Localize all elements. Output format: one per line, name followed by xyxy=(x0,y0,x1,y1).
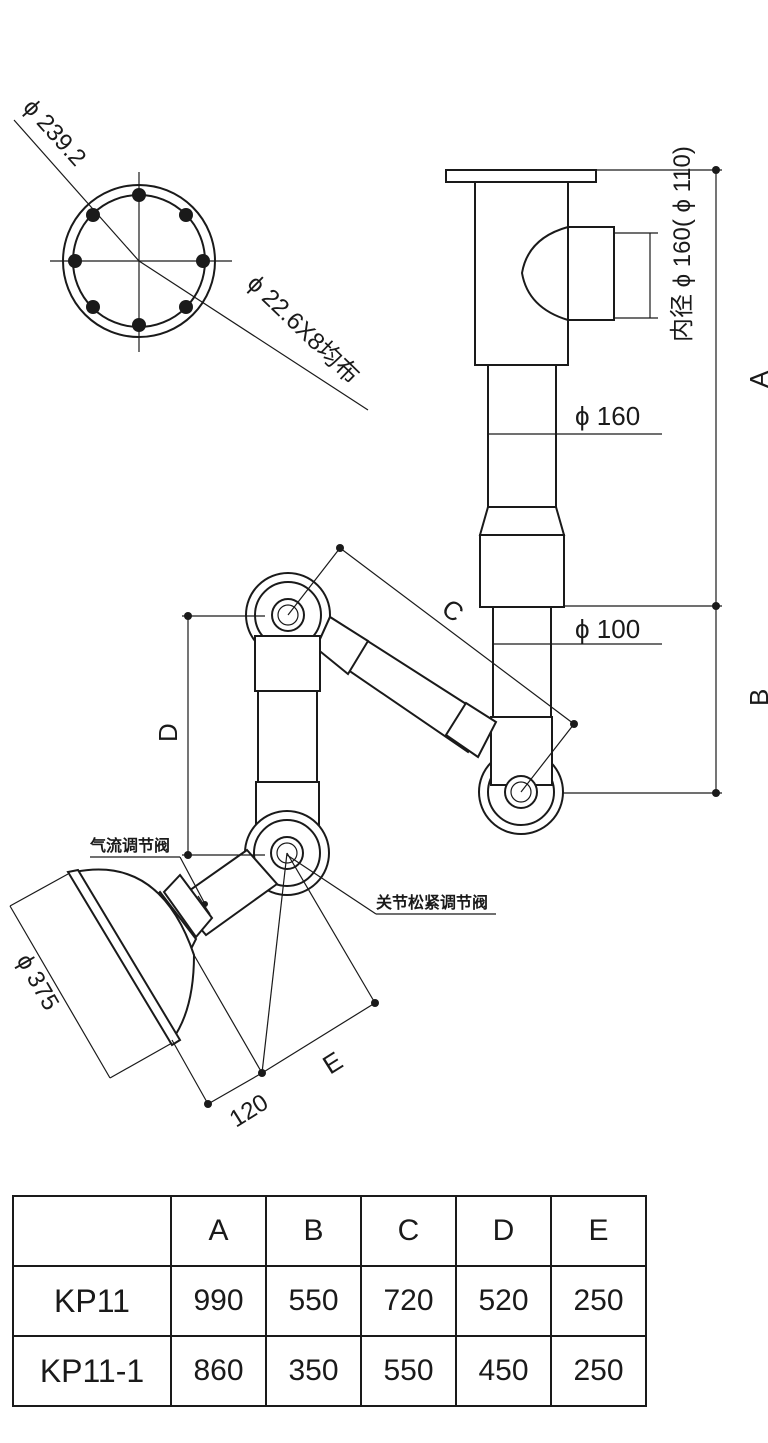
value-cell: 250 xyxy=(550,1265,647,1337)
flange-detail: ϕ 239.2 ϕ 22.6X8均布 xyxy=(13,94,369,411)
header-cell: B xyxy=(265,1195,362,1267)
value-cell: 550 xyxy=(360,1335,457,1407)
vertical-arm xyxy=(254,635,321,835)
dim-d-label: D xyxy=(153,723,183,742)
diagonal-arm xyxy=(314,615,498,759)
tube-diameter-dimensions: ϕ 160 ϕ 100 xyxy=(488,401,662,645)
header-cell: C xyxy=(360,1195,457,1267)
phi-100-label: ϕ 100 xyxy=(575,614,640,644)
inner-diameter-dimension: 内径 ϕ 160( ϕ 110) xyxy=(614,146,696,342)
airflow-valve-label: 气流调节阀 xyxy=(89,836,170,855)
extraction-arm-drawing: ϕ 239.2 ϕ 22.6X8均布 内径 ϕ 160( ϕ 110) ϕ 16… xyxy=(9,94,768,1133)
model-cell: KP11-1 xyxy=(12,1335,172,1407)
table-header-row: A B C D E xyxy=(12,1195,647,1267)
inner-diameter-label: 内径 ϕ 160( ϕ 110) xyxy=(669,146,696,342)
value-cell: 450 xyxy=(455,1335,552,1407)
model-cell: KP11 xyxy=(12,1265,172,1337)
dim-a-label: A xyxy=(744,370,768,388)
header-cell xyxy=(12,1195,172,1267)
dim-c-label: C xyxy=(436,593,469,628)
value-cell: 250 xyxy=(550,1335,647,1407)
value-cell: 860 xyxy=(170,1335,267,1407)
value-cell: 720 xyxy=(360,1265,457,1337)
phi-375-label: ϕ 375 xyxy=(11,950,64,1016)
value-cell: 550 xyxy=(265,1265,362,1337)
dimension-d: D xyxy=(153,612,265,859)
dim-120-label: 120 xyxy=(225,1089,273,1133)
header-cell: E xyxy=(550,1195,647,1267)
header-cell: A xyxy=(170,1195,267,1267)
dimension-a-b: A B xyxy=(550,166,768,797)
hood-assembly xyxy=(66,848,279,1047)
value-cell: 350 xyxy=(265,1335,362,1407)
header-cell: D xyxy=(455,1195,552,1267)
dim-b-label: B xyxy=(744,689,768,706)
phi-160-label: ϕ 160 xyxy=(575,401,640,431)
value-cell: 520 xyxy=(455,1265,552,1337)
joint-valve-label: 关节松紧调节阀 xyxy=(376,893,488,912)
flange-holes-label: ϕ 22.6X8均布 xyxy=(242,270,364,390)
table-row: KP11-1 860 350 550 450 250 xyxy=(12,1335,647,1407)
flange-pcd-label: ϕ 239.2 xyxy=(18,94,92,172)
dim-e-label: E xyxy=(317,1045,348,1080)
callouts: 气流调节阀 关节松紧调节阀 xyxy=(89,836,496,915)
value-cell: 990 xyxy=(170,1265,267,1337)
mount-assembly xyxy=(445,169,615,720)
spec-table: A B C D E KP11 990 550 720 520 250 KP11-… xyxy=(12,1195,647,1407)
table-row: KP11 990 550 720 520 250 xyxy=(12,1265,647,1337)
joint-lower-right xyxy=(478,716,564,835)
